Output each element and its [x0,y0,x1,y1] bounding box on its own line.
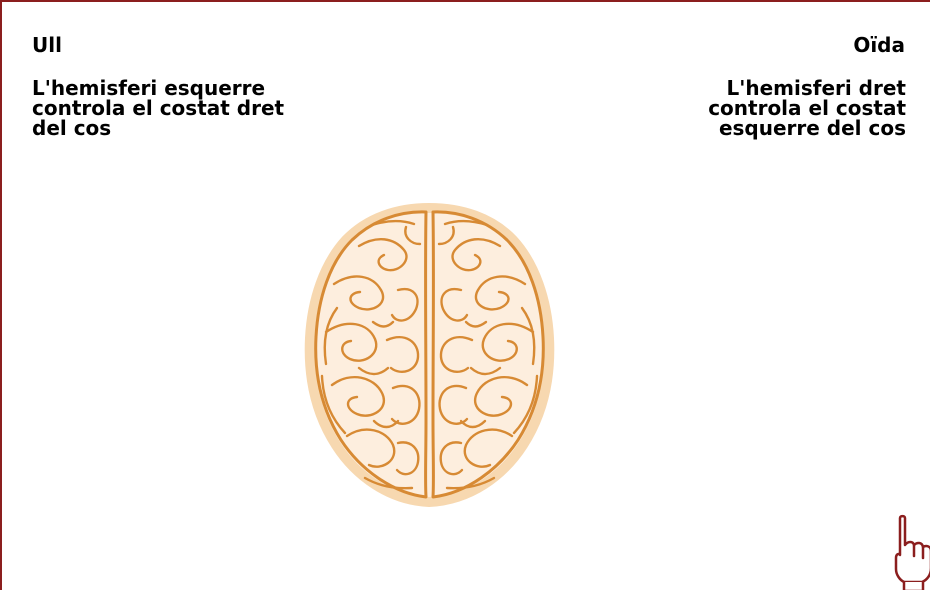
left-description: L'hemisferi esquerre controla el costat … [32,78,332,138]
right-description: L'hemisferi dret controla el costat esqu… [666,78,906,138]
pointer-hand-icon[interactable] [890,514,930,590]
right-line-1: L'hemisferi dret [666,78,906,98]
left-title: Ull [32,35,62,55]
left-line-3: del cos [32,118,332,138]
brain-icon [302,200,557,510]
left-line-1: L'hemisferi esquerre [32,78,332,98]
right-line-2: controla el costat [666,98,906,118]
right-line-3: esquerre del cos [666,118,906,138]
right-title: Oïda [853,35,905,55]
left-line-2: controla el costat dret [32,98,332,118]
